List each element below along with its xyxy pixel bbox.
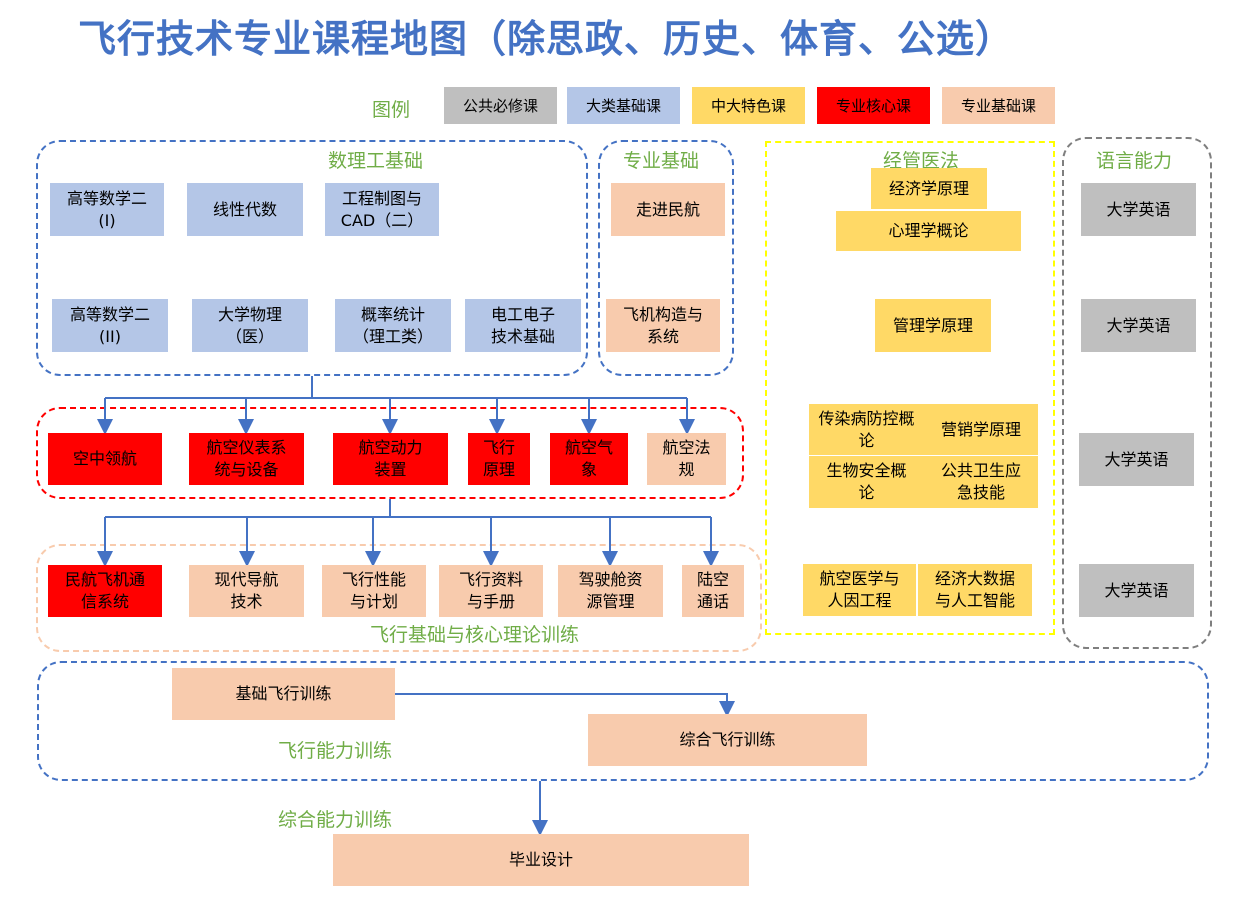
econ-group	[765, 141, 1055, 635]
course-marketing: 营销学原理	[924, 404, 1038, 455]
flight-ability-group	[37, 661, 1209, 781]
flight-theory-group	[36, 544, 762, 652]
course-basic-flight-training: 基础飞行训练	[172, 668, 395, 720]
legend-major-core: 专业核心课	[817, 87, 930, 124]
course-flight-principles: 飞行原理	[468, 433, 530, 485]
course-management: 管理学原理	[875, 299, 991, 352]
comprehensive-title: 综合能力训练	[278, 809, 393, 831]
legend-category-basic: 大类基础课	[567, 87, 680, 124]
course-college-english-1: 大学英语	[1081, 183, 1196, 236]
course-probability-statistics: 概率统计（理工类）	[335, 299, 451, 352]
course-linear-algebra: 线性代数	[187, 183, 303, 236]
math-group	[36, 140, 588, 376]
language-group	[1062, 137, 1212, 649]
math-group-title: 数理工基础	[328, 150, 424, 172]
major-basic-group-title: 专业基础	[623, 150, 700, 172]
course-college-physics: 大学物理（医）	[192, 299, 308, 352]
major-basic-group	[598, 140, 734, 376]
course-intro-civil-aviation: 走进民航	[611, 183, 725, 236]
course-aviation-law: 航空法规	[647, 433, 726, 485]
course-aviation-powerplant: 航空动力装置	[333, 433, 448, 485]
legend-major-basic: 专业基础课	[942, 87, 1055, 124]
course-flight-performance: 飞行性能与计划	[322, 565, 426, 617]
course-public-health-emergency: 公共卫生应急技能	[924, 456, 1038, 508]
course-college-english-2: 大学英语	[1081, 299, 1196, 352]
course-radiotelephony: 陆空通话	[682, 565, 744, 617]
course-crew-resource-management: 驾驶舱资源管理	[558, 565, 663, 617]
legend-public-required: 公共必修课	[444, 87, 557, 124]
course-aircraft-structure: 飞机构造与系统	[606, 299, 720, 352]
course-comprehensive-flight-training: 综合飞行训练	[588, 714, 867, 766]
course-infectious-disease-control: 传染病防控概论	[809, 404, 924, 455]
course-aviation-medicine: 航空医学与人因工程	[803, 564, 916, 616]
course-psychology: 心理学概论	[836, 211, 1021, 251]
course-aircraft-communication: 民航飞机通信系统	[48, 565, 162, 617]
econ-group-title: 经管医法	[883, 150, 960, 172]
course-college-english-4: 大学英语	[1079, 564, 1194, 617]
course-flight-documents: 飞行资料与手册	[439, 565, 543, 617]
course-air-navigation: 空中领航	[48, 433, 162, 485]
legend-label: 图例	[372, 99, 411, 121]
course-graduation-design: 毕业设计	[333, 834, 749, 886]
legend-featured: 中大特色课	[692, 87, 805, 124]
course-college-english-3: 大学英语	[1079, 433, 1194, 486]
language-group-title: 语言能力	[1096, 150, 1173, 172]
course-electrical-electronics: 电工电子技术基础	[465, 299, 581, 352]
arrow-basic-to-comprehensive-flight	[395, 693, 735, 717]
page-title: 飞行技术专业课程地图（除思政、历史、体育、公选）	[78, 17, 1015, 61]
course-aviation-instruments: 航空仪表系统与设备	[189, 433, 304, 485]
course-economic-big-data-ai: 经济大数据与人工智能	[918, 564, 1032, 616]
course-aviation-meteorology: 航空气象	[550, 433, 628, 485]
flight-theory-group-title: 飞行基础与核心理论训练	[370, 624, 580, 646]
course-biosafety: 生物安全概论	[809, 456, 924, 508]
course-advanced-math-2: 高等数学二(II)	[52, 299, 168, 352]
course-advanced-math-1: 高等数学二(I)	[50, 183, 164, 236]
course-economics: 经济学原理	[871, 168, 987, 209]
course-modern-navigation: 现代导航技术	[189, 565, 304, 617]
flight-ability-group-title: 飞行能力训练	[278, 740, 393, 762]
